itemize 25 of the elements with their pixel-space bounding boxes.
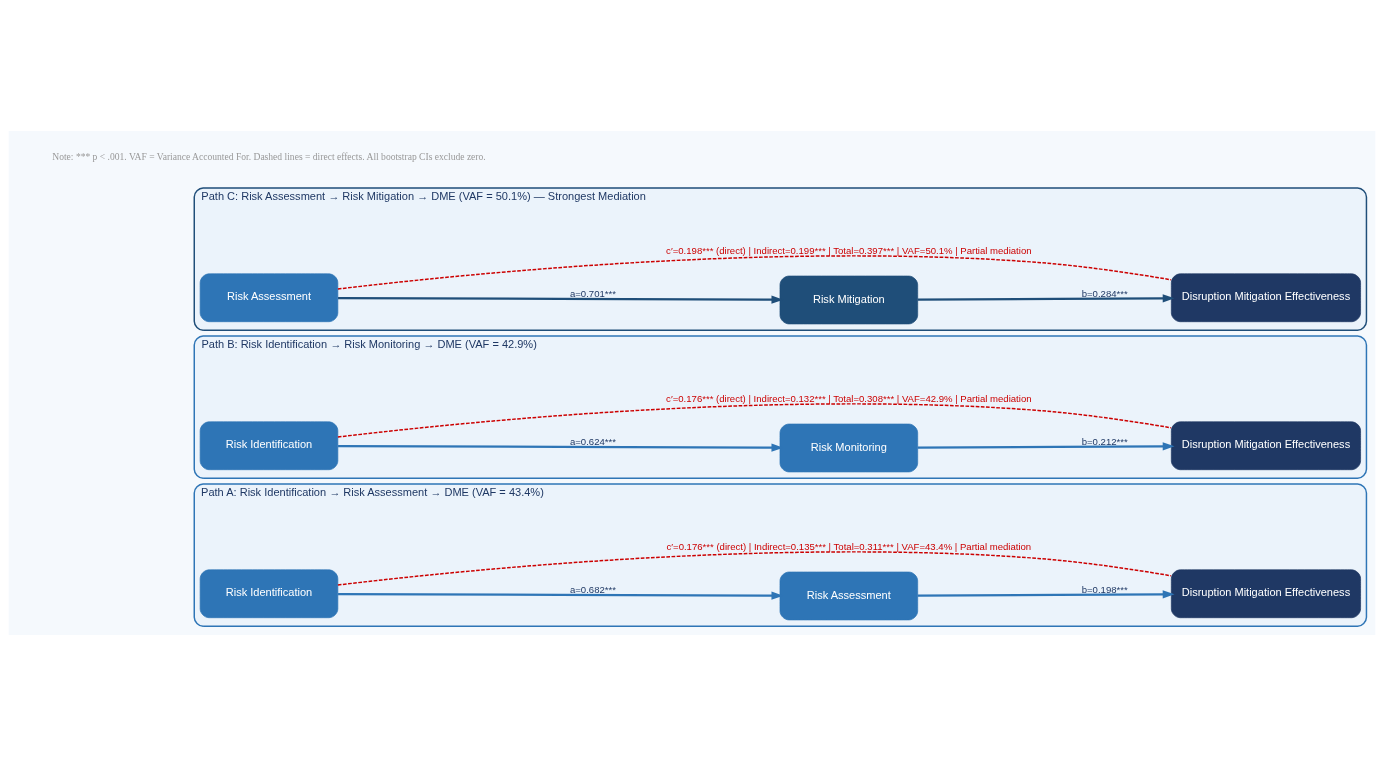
node-box: Risk Assessment <box>779 571 919 620</box>
edge-label: b=0.198*** <box>1081 583 1128 595</box>
edge-label: a=0.624*** <box>569 435 616 447</box>
connector <box>337 550 1172 586</box>
node-box: Disruption Mitigation Effectiveness <box>1170 272 1361 322</box>
connector <box>337 402 1172 438</box>
edge-label: a=0.682*** <box>569 583 616 595</box>
label: Note: *** p < .001. VAF = Variance Accounted For. Dashed lines = direct effects. All bootstrap CIs exclude zero. <box>52 150 486 162</box>
node-box: Risk Identification <box>199 420 339 470</box>
edge-label: c′=0.198*** (direct) | Indirect=0.199*** | Total=0.397*** | VAF=50.1% | Partial mediation <box>666 244 1032 256</box>
node-box: Risk Identification <box>199 568 339 618</box>
edge-label: c′=0.176*** (direct) | Indirect=0.132*** | Total=0.308*** | VAF=42.9% | Partial mediation <box>666 392 1032 404</box>
node-box: Risk Monitoring <box>779 423 919 472</box>
node-box: Risk Assessment <box>199 272 339 322</box>
edge-label: b=0.212*** <box>1081 435 1128 447</box>
edge-label: b=0.284*** <box>1081 287 1128 299</box>
node-box: Disruption Mitigation Effectiveness <box>1170 420 1361 470</box>
node-box: Disruption Mitigation Effectiveness <box>1170 568 1361 618</box>
edge-label: a=0.701*** <box>569 287 616 299</box>
edge-label: c′=0.176*** (direct) | Indirect=0.135*** | Total=0.311*** | VAF=43.4% | Partial mediation <box>666 540 1032 552</box>
arrow <box>917 441 1175 450</box>
node-box: Risk Mitigation <box>779 275 919 324</box>
connector <box>337 254 1172 290</box>
arrow <box>917 293 1175 302</box>
arrow <box>917 589 1175 598</box>
